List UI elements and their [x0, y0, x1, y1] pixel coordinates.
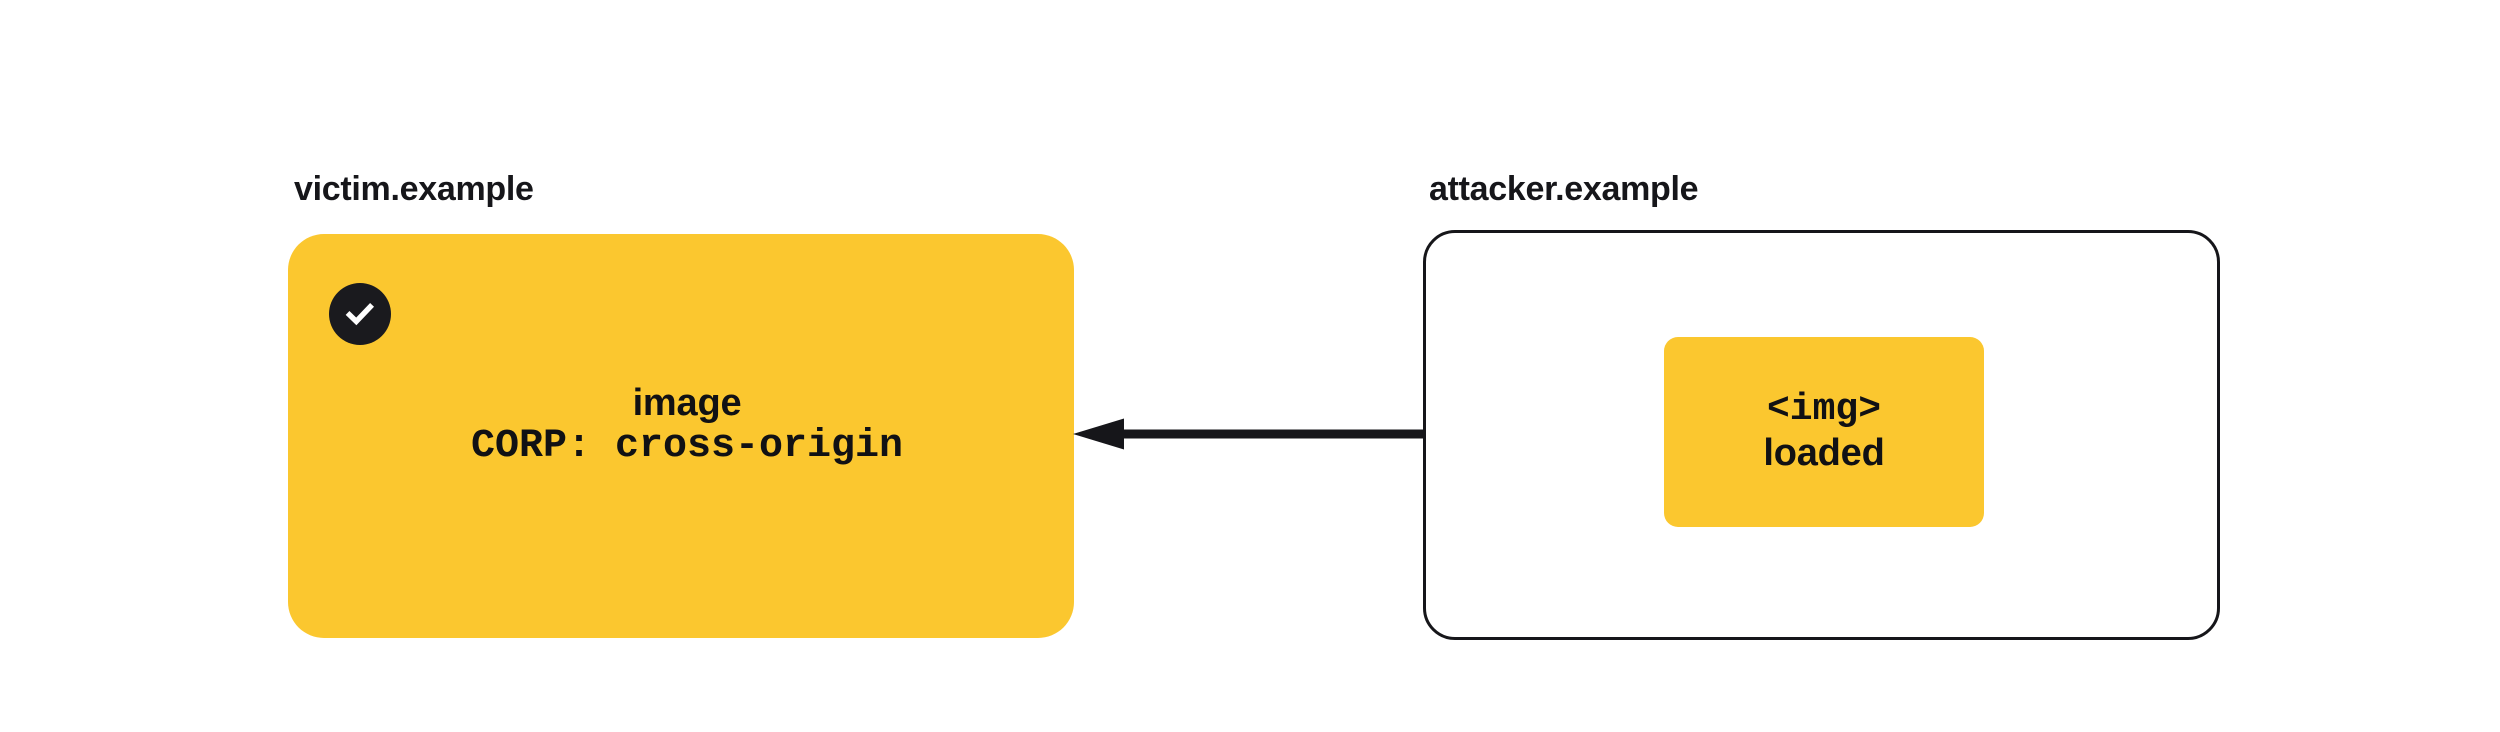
resource-corp-header: CORP: cross-origin: [470, 423, 904, 469]
img-tag-name: <img>: [1766, 388, 1882, 432]
victim-resource-text: image CORP: cross-origin: [288, 384, 1074, 470]
resource-name: image: [632, 382, 742, 424]
attacker-origin-label: attacker.example: [1429, 170, 1699, 208]
attacker-page-box: <img> loaded: [1423, 230, 2220, 640]
img-load-state: loaded: [1763, 432, 1885, 474]
victim-resource-box: image CORP: cross-origin: [288, 234, 1074, 638]
arrow-left-head-icon: [1073, 418, 1124, 450]
image-request-arrow: [1068, 412, 1668, 458]
check-circle-icon: [329, 283, 391, 345]
img-element-chip: <img> loaded: [1664, 337, 1984, 527]
victim-origin-label: victim.example: [294, 170, 534, 208]
